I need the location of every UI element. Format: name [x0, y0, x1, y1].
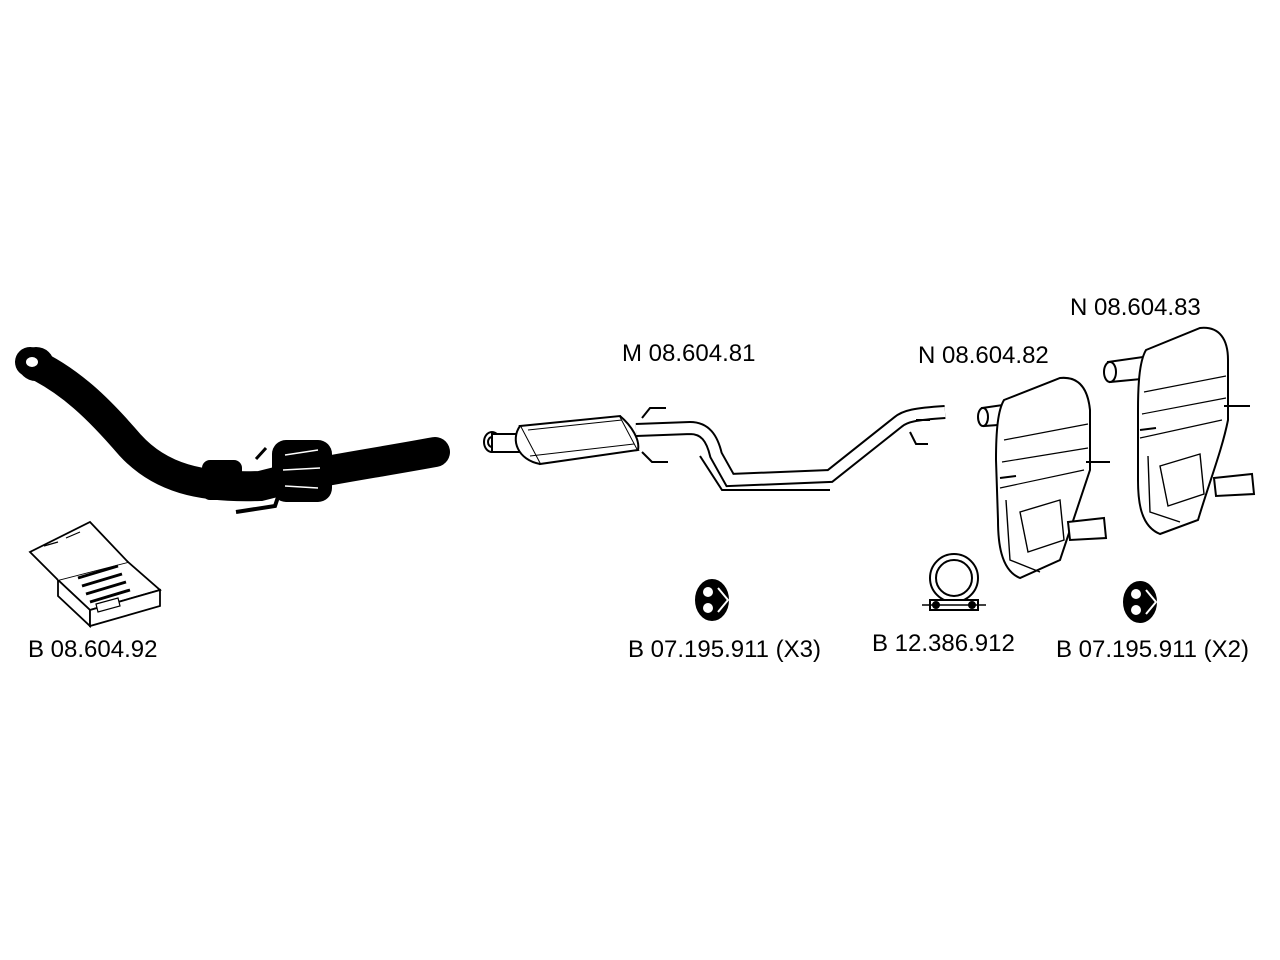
rear-silencer-left-label: N 08.604.82 [918, 342, 1049, 369]
rubber-mount-x2-drawing [1123, 581, 1158, 623]
rubber-mount-x3-drawing [695, 579, 730, 621]
mounting-kit-box-drawing [28, 520, 162, 629]
rubber-mount-x2-label: B 07.195.911 (X2) [1056, 636, 1250, 663]
rubber-mount-x3-label: B 07.195.911 (X3) [628, 636, 822, 663]
front-pipe-catalyst-drawing [15, 347, 450, 514]
mounting-kit-label: B 08.604.92 [28, 636, 158, 663]
rear-silencer-right-label: N 08.604.83 [1070, 294, 1201, 321]
middle-silencer-drawing [483, 405, 946, 491]
pipe-clamp-drawing [922, 553, 986, 611]
clamp-label: B 12.386.912 [872, 630, 1015, 657]
rear-silencer-left-drawing [977, 376, 1110, 580]
rear-silencer-right-drawing [1103, 326, 1256, 536]
middle-silencer-label: M 08.604.81 [622, 340, 756, 367]
